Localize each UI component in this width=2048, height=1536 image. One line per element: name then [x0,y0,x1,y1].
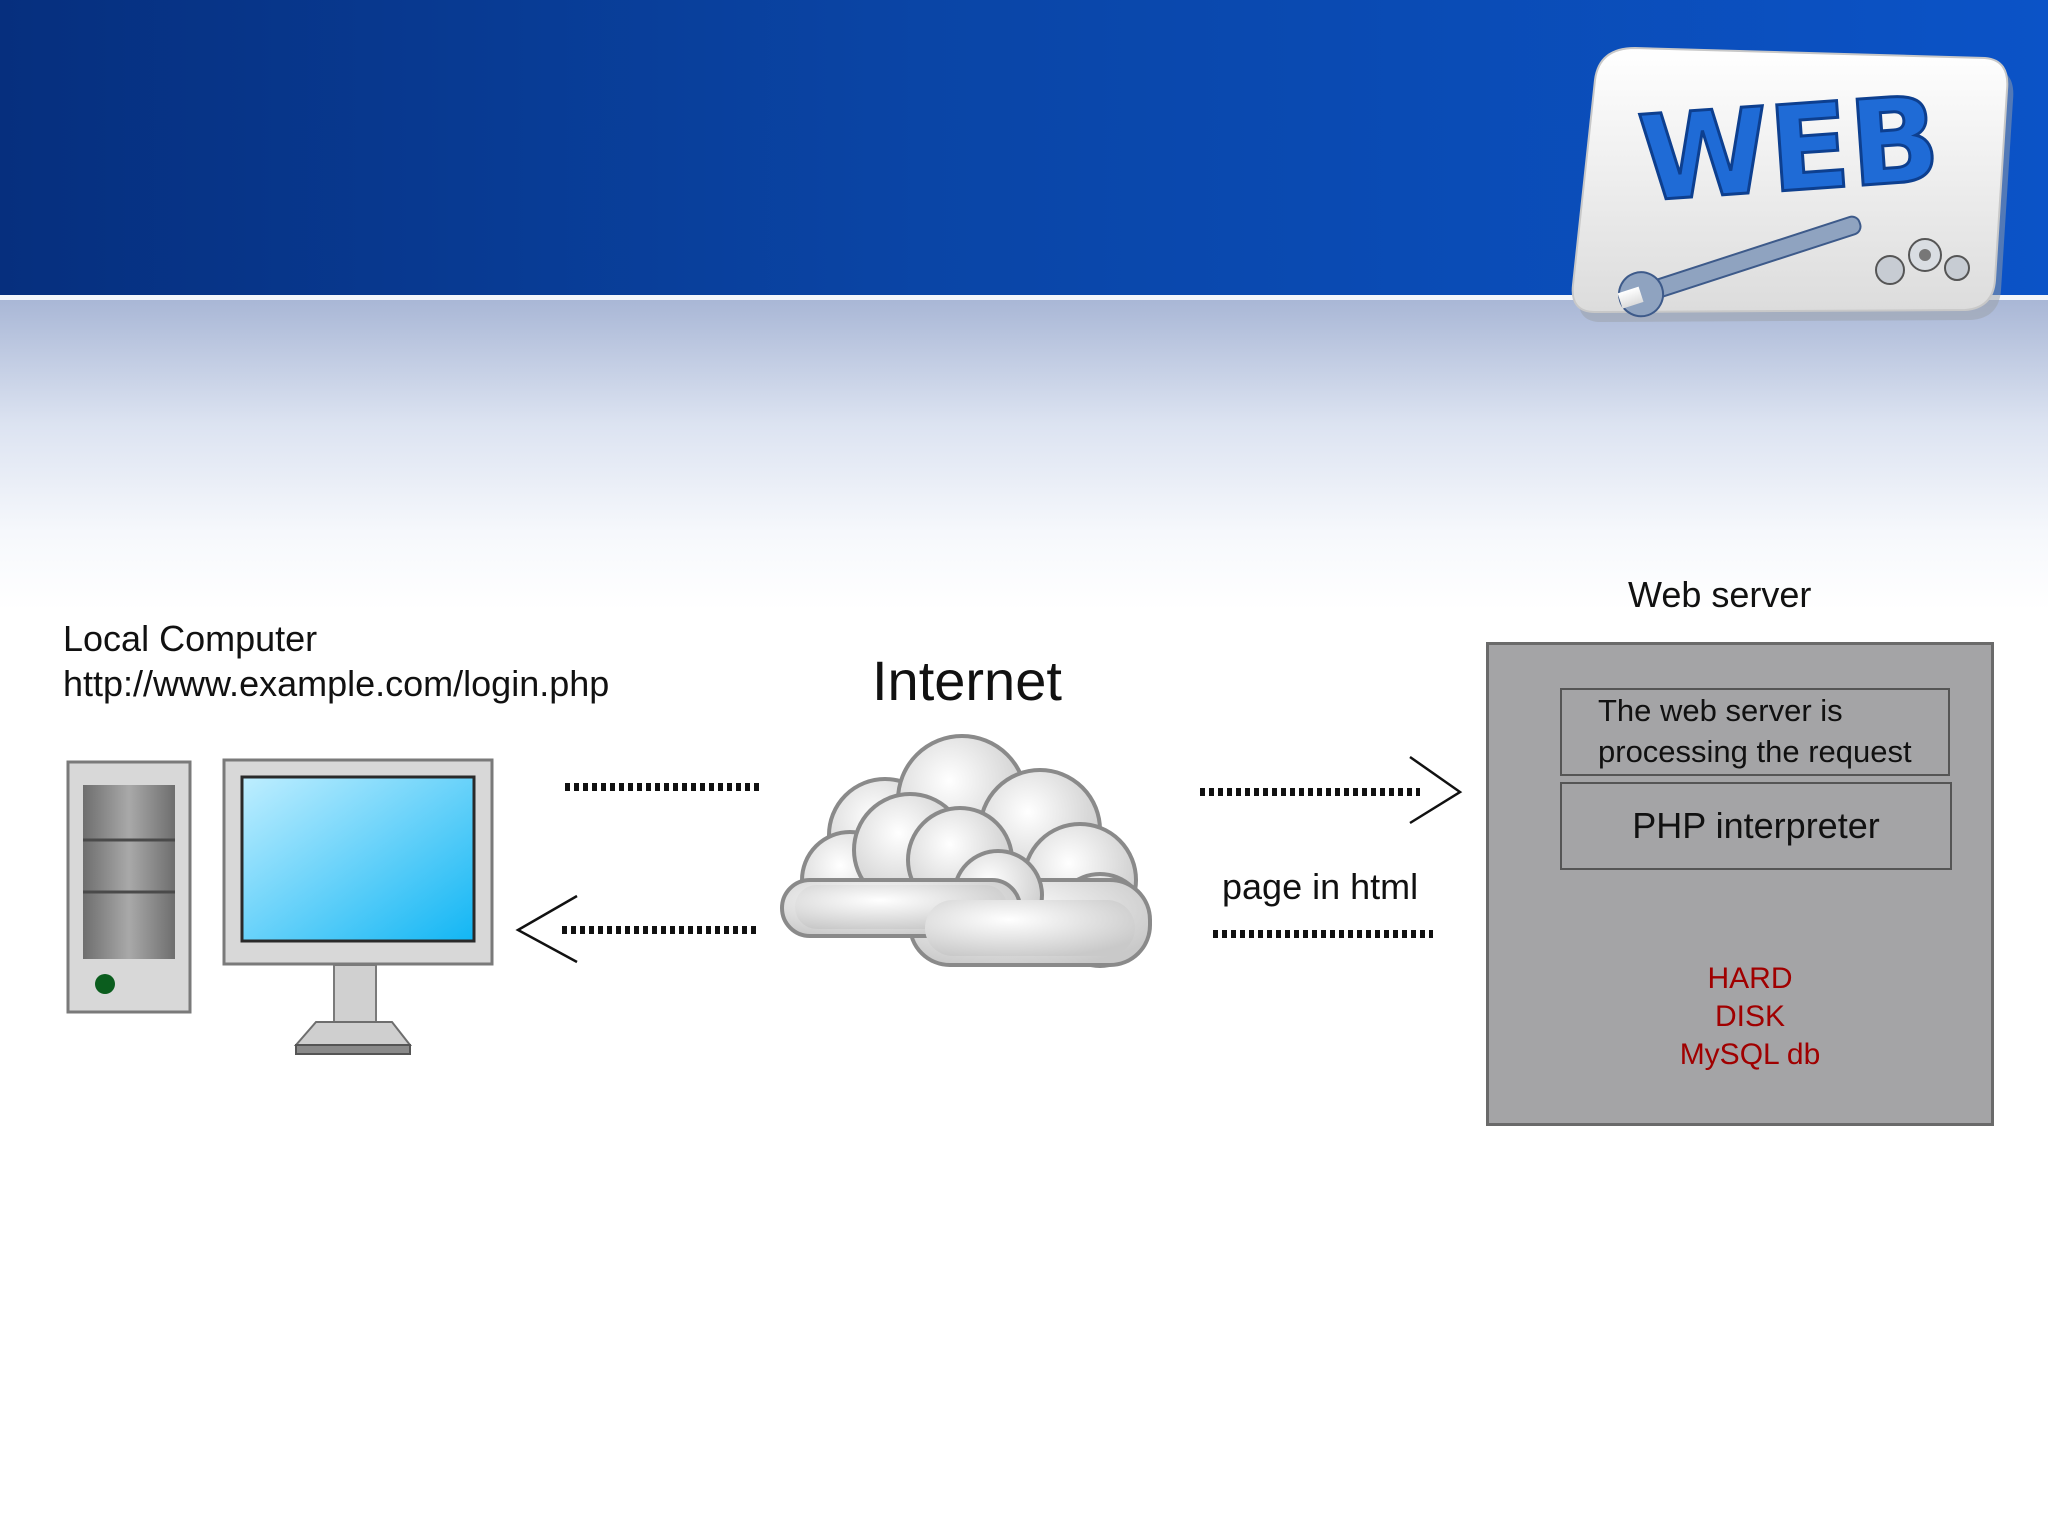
processing-line-2: processing the request [1598,731,1948,772]
local-computer-url: http://www.example.com/login.php [63,663,609,705]
desktop-tower-icon [68,762,190,1012]
database-label-line-3: MySQL db [1642,1038,1858,1072]
local-computer-title: Local Computer [63,618,317,660]
php-interpreter-box: PHP interpreter [1560,782,1952,870]
processing-box: The web server is processing the request [1560,688,1950,776]
web-server-title: Web server [1628,574,1811,616]
response-label: page in html [1222,866,1418,908]
database-label-line-2: DISK [1642,1000,1858,1034]
processing-line-1: The web server is [1598,690,1948,731]
php-interpreter-label: PHP interpreter [1632,805,1879,847]
monitor-icon [224,760,492,1054]
database-label-line-1: HARD [1642,962,1858,996]
internet-label: Internet [872,648,1062,713]
